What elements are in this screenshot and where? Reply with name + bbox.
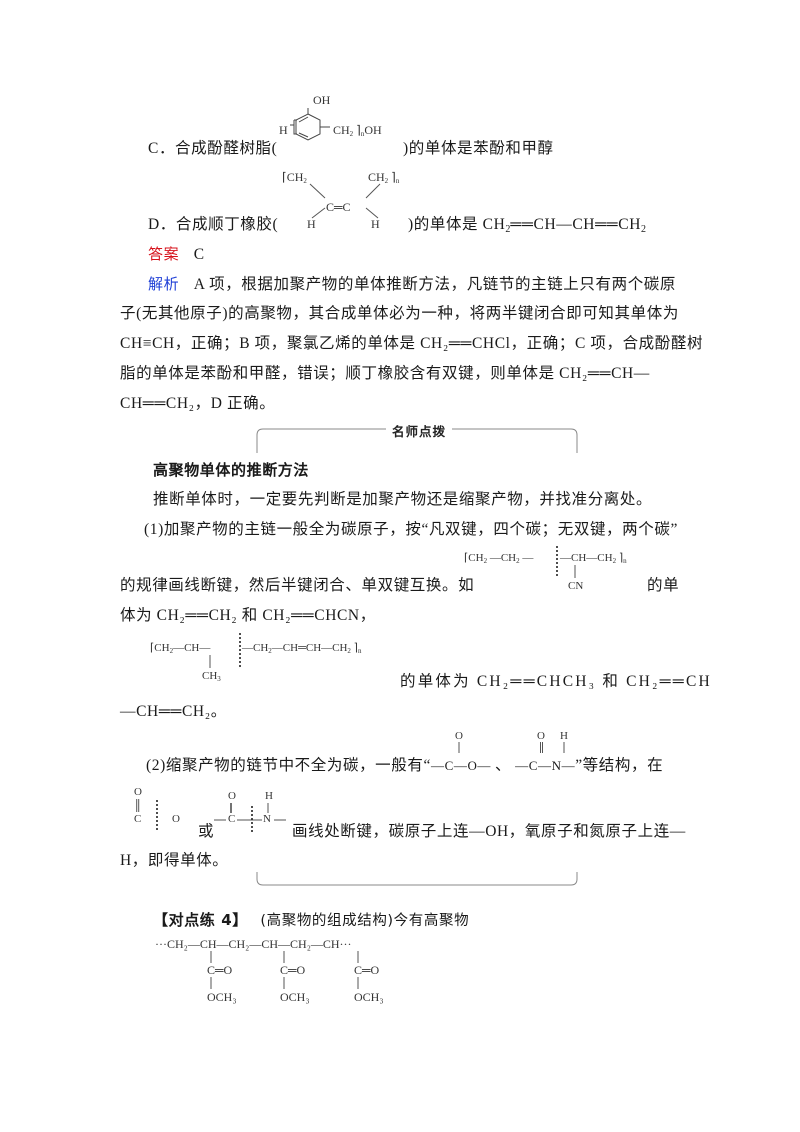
- tip-p2-line3: H，即得单体。: [120, 852, 229, 869]
- exercise-text: (高聚物的组成结构)今有高聚物: [260, 913, 470, 929]
- analysis-line-3: CH≡CH，正确；B 项，聚氯乙烯的单体是 CH₂══CHCl，正确；C 项，合…: [120, 335, 704, 352]
- answer-row: 答案 C: [148, 244, 205, 265]
- tip-box-frame-bottom: [256, 872, 578, 886]
- tip-p2-or: 或: [198, 823, 215, 840]
- exercise-header: 【对点练 4】 (高聚物的组成结构)今有高聚物: [153, 910, 469, 931]
- tip-intro: 推断单体时，一定要先判断是加聚产物还是缩聚产物，并找准分离处。: [153, 491, 653, 508]
- tip-p1-line2-tail: 的单: [647, 577, 680, 594]
- tip-p1-line4: 的单体为 CH₂══CHCH₃ 和 CH₂══CH: [400, 673, 712, 690]
- analysis-line-1: 解析 A 项，根据加聚产物的单体推断方法，凡链节的主链上只有两个碳原: [148, 275, 677, 293]
- tip-p1-line2: 的规律画线断键，然后半键闭合、单双键互换。如: [120, 577, 475, 594]
- tip-p1-line1: (1)加聚产物的主链一般全为碳原子，按“凡双键，四个碳；无双键，两个碳”: [144, 521, 678, 538]
- option-c-tail: )的单体是苯酚和甲醇: [403, 140, 554, 157]
- option-d-tail: )的单体是 CH2══CH—CH══CH2: [408, 216, 646, 235]
- answer-value: C: [193, 246, 205, 263]
- option-c-label: C．合成酚醛树脂(: [148, 140, 278, 157]
- analysis-line-4: 脂的单体是苯酚和甲醛，错误；顺丁橡胶含有双键，则单体是 CH₂══CH—: [120, 365, 650, 382]
- tip-heading: 高聚物单体的推断方法: [153, 461, 310, 479]
- answer-label: 答案: [148, 245, 180, 263]
- tip-box-title: 名师点拨: [386, 421, 453, 440]
- analysis-line-5: CH══CH₂，D 正确。: [120, 395, 276, 412]
- tip-p1-line3: 体为 CH₂══CH₂ 和 CH₂══CHCN，: [120, 607, 376, 624]
- tip-p1-line5: —CH══CH₂。: [120, 703, 227, 720]
- exercise-label: 【对点练 4】: [153, 911, 248, 929]
- tip-p2-line1: (2)缩聚产物的链节中不全为碳，一般有“—C—O—、—C—N—”等结构，在: [146, 757, 664, 774]
- analysis-label: 解析: [148, 275, 180, 293]
- analysis-line-2: 子(无其他原子)的高聚物，其合成单体必为一种，将两半键闭合即可知其单体为: [120, 305, 679, 322]
- option-d-label: D．合成顺丁橡胶(: [148, 216, 279, 233]
- tip-p2-line2-tail: 画线处断键，碳原子上连—OH，氧原子和氮原子上连—: [292, 823, 686, 840]
